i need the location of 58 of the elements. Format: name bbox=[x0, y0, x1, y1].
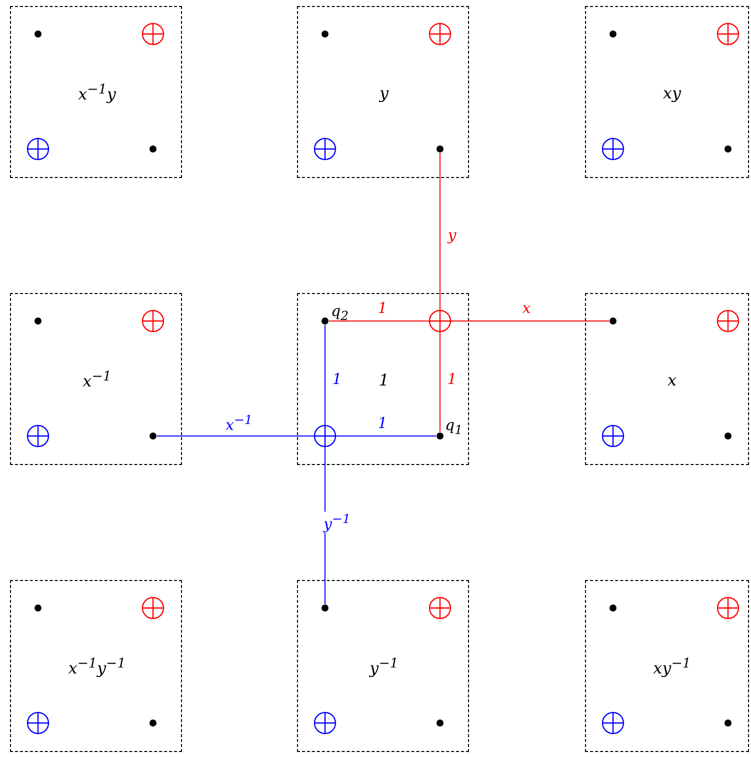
dashed-group-box bbox=[297, 6, 469, 178]
circled-plus bbox=[428, 22, 452, 46]
circled-plus bbox=[716, 309, 740, 333]
circled-plus bbox=[313, 424, 337, 448]
group-label: y$^{−1}$ bbox=[370, 656, 398, 678]
dot bbox=[435, 431, 445, 441]
dashed-group-box bbox=[585, 6, 749, 178]
circled-plus bbox=[601, 711, 625, 735]
group-label: x bbox=[667, 370, 677, 390]
circled-plus bbox=[26, 137, 50, 161]
circled-plus bbox=[26, 424, 50, 448]
circled-plus bbox=[141, 22, 165, 46]
dot bbox=[148, 144, 158, 154]
connector-line bbox=[324, 324, 326, 426]
circled-plus bbox=[141, 596, 165, 620]
dashed-group-box bbox=[585, 293, 749, 465]
circled-plus bbox=[313, 137, 337, 161]
dashed-group-box bbox=[297, 580, 469, 752]
dot bbox=[33, 316, 43, 326]
group-label: x$^{−1}$y$^{−1}$ bbox=[68, 656, 126, 678]
dot bbox=[608, 29, 618, 39]
group-label: xy$^{−1}$ bbox=[653, 656, 691, 678]
circled-plus bbox=[428, 309, 452, 333]
dot bbox=[608, 603, 618, 613]
circled-plus bbox=[716, 596, 740, 620]
dashed-group-box bbox=[10, 293, 182, 465]
dot bbox=[723, 431, 733, 441]
circled-plus bbox=[313, 711, 337, 735]
circled-plus bbox=[141, 309, 165, 333]
dot bbox=[33, 603, 43, 613]
dot bbox=[723, 718, 733, 728]
node-label: q$_{2}$ bbox=[331, 302, 349, 323]
dot bbox=[320, 316, 330, 326]
dot bbox=[435, 718, 445, 728]
circled-plus bbox=[428, 596, 452, 620]
dot bbox=[320, 29, 330, 39]
connector-line bbox=[450, 320, 610, 322]
dot bbox=[435, 144, 445, 154]
circled-plus bbox=[601, 137, 625, 161]
group-label: xy bbox=[662, 84, 682, 102]
dot bbox=[723, 144, 733, 154]
dot bbox=[148, 431, 158, 441]
group-label: y bbox=[379, 84, 389, 102]
dot bbox=[148, 718, 158, 728]
circled-plus bbox=[601, 424, 625, 448]
group-label: x$^{−1}$ bbox=[82, 369, 112, 391]
dashed-group-box bbox=[10, 6, 182, 178]
group-label: 1 bbox=[378, 370, 390, 390]
group-label: x$^{−1}$y bbox=[78, 82, 116, 104]
dot bbox=[608, 316, 618, 326]
circled-plus bbox=[716, 22, 740, 46]
circled-plus bbox=[26, 711, 50, 735]
dashed-group-box bbox=[585, 580, 749, 752]
connector-line bbox=[328, 320, 430, 322]
node-label: q$_{1}$ bbox=[445, 416, 463, 437]
dashed-group-box bbox=[10, 580, 182, 752]
dot bbox=[320, 603, 330, 613]
dot bbox=[33, 29, 43, 39]
